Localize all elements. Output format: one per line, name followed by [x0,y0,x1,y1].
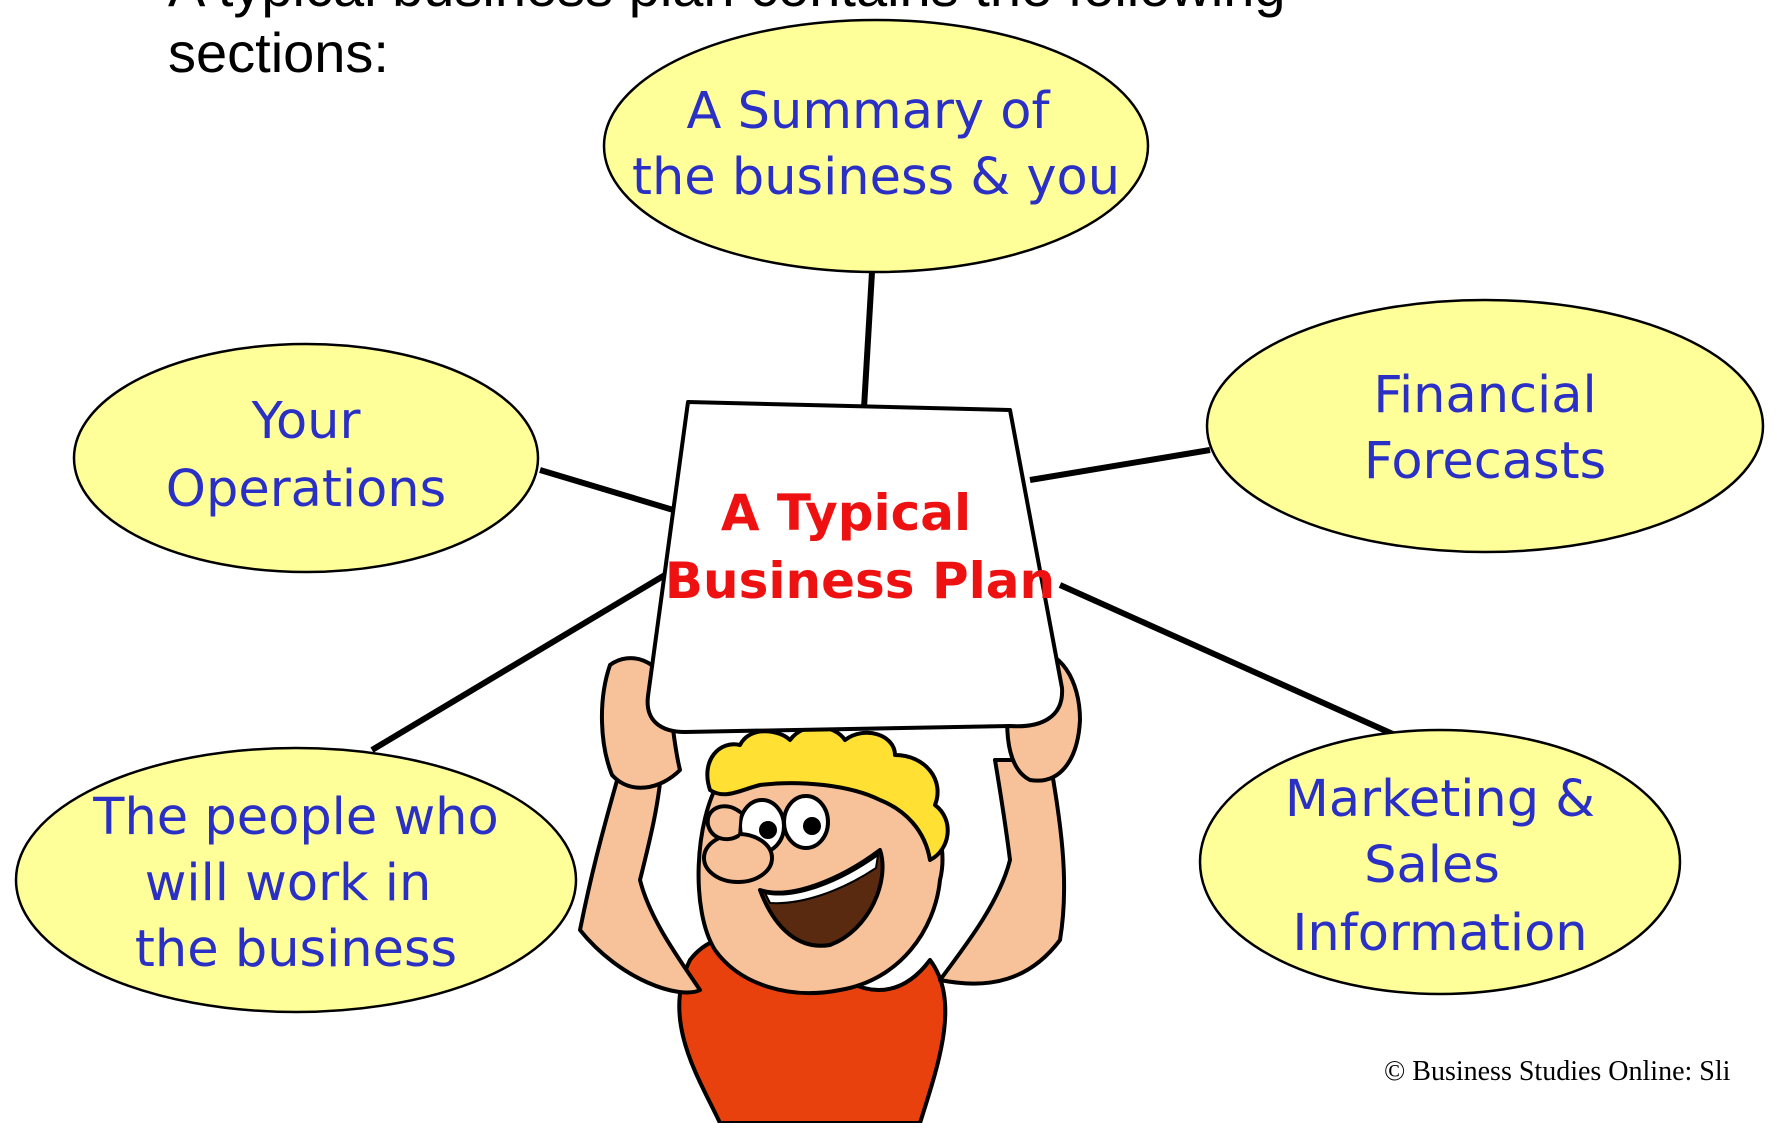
intro-heading: A typical business plan contains the fol… [168,0,1286,84]
bubble-financial-line-2: Forecasts [1364,432,1606,491]
bubble-operations-line-2: Operations [166,460,446,519]
connector-lines [370,271,1397,753]
connector-financial [1029,447,1211,483]
plan-title-line-2: Business Plan [665,552,1055,610]
business-plan-sign: A Typical Business Plan [645,400,1065,734]
ear [705,804,742,842]
intro-line-1: A typical business plan contains the fol… [168,0,1286,18]
bubble-financial: Financial Forecasts [1205,298,1765,554]
intro-line-2: sections: [168,21,389,84]
connector-marketing [1058,582,1397,738]
bubble-people: The people who will work in the business [14,746,578,1014]
connector-operations [539,467,681,515]
bubble-marketing-line-1: Marketing & [1285,770,1595,829]
bubble-summary: A Summary of the business & you [602,18,1150,274]
bubble-people-line-1: The people who [92,788,498,847]
bubble-people-line-3: the business [135,920,457,979]
bubble-marketing-line-2: Sales [1364,836,1500,895]
left-pupil [759,821,777,839]
connector-summary [861,271,875,409]
connector-people [370,569,672,753]
bubble-marketing: Marketing & Sales Information [1198,728,1682,996]
bubble-operations-line-1: Your [251,392,361,451]
left-arm [578,758,702,995]
copyright-credit: © Business Studies Online: Sli [1384,1056,1731,1087]
plan-title-line-1: A Typical [721,484,971,542]
bubble-summary-line-2: the business & you [632,148,1120,207]
teeth [764,854,879,905]
bubble-summary-line-1: A Summary of [687,82,1051,141]
bubble-financial-line-1: Financial [1373,366,1596,425]
nose [702,832,774,884]
right-pupil [803,817,821,835]
right-arm [938,758,1067,986]
bubble-people-line-2: will work in [145,854,432,913]
bubble-marketing-line-3: Information [1292,904,1587,963]
plan-paper [645,400,1065,734]
bubble-operations: Your Operations [72,342,540,574]
